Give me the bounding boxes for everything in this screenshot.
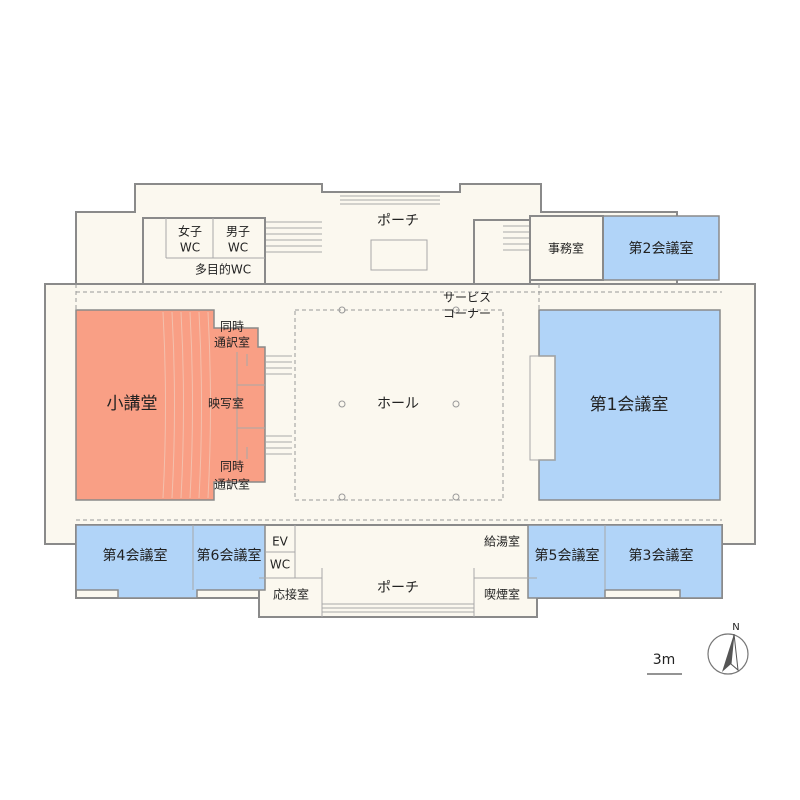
top-right-stair xyxy=(503,225,530,251)
interp-bot-label-1: 同時 xyxy=(220,460,244,474)
interp-bot-label-2: 通訳室 xyxy=(214,477,250,492)
scale-label: 3m xyxy=(653,652,676,668)
conf2-label: 第2会議室 xyxy=(629,240,694,257)
reception-label: 応接室 xyxy=(273,587,309,602)
office-label: 事務室 xyxy=(548,241,584,256)
hall-columns xyxy=(338,306,460,501)
wc-block xyxy=(142,217,266,285)
north-label: N xyxy=(732,622,739,633)
service-label-2: コーナー xyxy=(443,307,491,321)
conf5-label: 第5会議室 xyxy=(535,547,600,564)
multi-wc-label: 多目的WC xyxy=(195,262,251,277)
men-wc-label-2: WC xyxy=(228,241,248,255)
kitchenette-label: 給湯室 xyxy=(484,534,520,549)
small-hall-area xyxy=(75,309,266,501)
conf6-label: 第6会議室 xyxy=(197,547,262,564)
interp-top-label-1: 同時 xyxy=(220,320,244,334)
porch-top-steps xyxy=(340,195,440,205)
small-hall-label: 小講堂 xyxy=(107,394,158,414)
projection-label: 映写室 xyxy=(208,396,244,411)
hall-boundary xyxy=(294,309,504,501)
office-box xyxy=(529,215,604,281)
wc-small-label: WC xyxy=(270,558,290,572)
porch-top-planter xyxy=(370,239,428,271)
porch-bottom-label: ポーチ xyxy=(377,580,419,596)
conf1-label: 第1会議室 xyxy=(590,395,669,415)
porch-top-label: ポーチ xyxy=(377,213,419,229)
service-label-1: サービス xyxy=(443,291,491,305)
top-left-stair xyxy=(266,221,322,253)
men-wc-label-1: 男子 xyxy=(226,225,250,239)
seating-curves xyxy=(162,311,211,499)
ev-label: EV xyxy=(272,535,289,549)
porch-bottom-steps xyxy=(322,603,474,613)
conf4-6-area xyxy=(75,524,266,599)
conf5-3-area xyxy=(527,524,723,599)
hall-label: ホール xyxy=(377,396,419,412)
conf3-label: 第3会議室 xyxy=(629,547,694,564)
conf1-alcove xyxy=(529,355,556,461)
north-arrow-icon xyxy=(707,633,749,675)
left-hall-stair xyxy=(266,355,292,455)
women-wc-label-2: WC xyxy=(180,241,200,255)
interp-top-label-2: 通訳室 xyxy=(214,335,250,350)
smoking-label: 喫煙室 xyxy=(484,587,520,602)
conf4-label: 第4会議室 xyxy=(103,547,168,564)
women-wc-label-1: 女子 xyxy=(178,224,202,239)
